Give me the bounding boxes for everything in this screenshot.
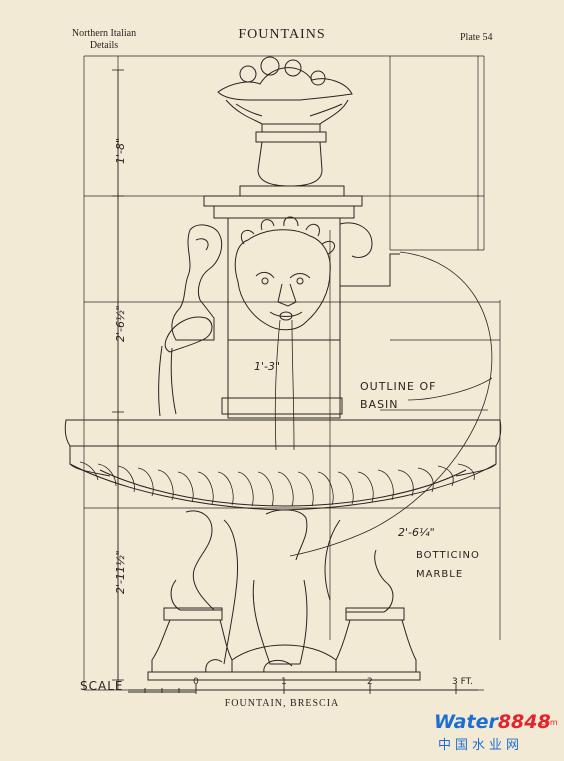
watermark-dotcom: .com bbox=[538, 718, 558, 727]
dolphin-spout bbox=[158, 316, 213, 417]
header-left-line2: Details bbox=[89, 40, 119, 51]
construction-lines bbox=[83, 55, 501, 691]
mask-face bbox=[234, 216, 336, 331]
watermark-word-2: 8848 bbox=[497, 711, 551, 733]
material-label-line2: MARBLE bbox=[416, 569, 463, 580]
scale-tick-3: 3 FT. bbox=[452, 677, 473, 687]
basin-outline-curve bbox=[289, 251, 493, 557]
basin-gadroons bbox=[79, 461, 475, 507]
material-label-line1: BOTTICINO bbox=[416, 550, 480, 561]
outline-label-line1: OUTLINE OF bbox=[360, 380, 436, 393]
header-left: Northern Italian Details bbox=[60, 28, 148, 52]
scale-tick-2: 2 bbox=[367, 677, 373, 687]
scale-tick-1: 1 bbox=[281, 677, 287, 687]
scale-bar bbox=[128, 684, 478, 694]
scale-label: SCALE bbox=[80, 679, 123, 693]
pedestal-base bbox=[147, 607, 421, 681]
watermark-logo: Water8848 bbox=[434, 712, 551, 732]
dim-lower-label: 2'-11½" bbox=[114, 550, 127, 594]
outline-label-line2: BASIN bbox=[360, 398, 399, 411]
dim-spout-label: 1'-3" bbox=[254, 360, 280, 373]
watermark-chinese: 中国水业网 bbox=[438, 738, 524, 753]
pedestal-figures bbox=[170, 509, 394, 665]
basin bbox=[64, 419, 502, 511]
side-consoles bbox=[171, 222, 400, 341]
dim-middle-label: 2'-6½" bbox=[114, 305, 127, 342]
figure-caption: FOUNTAIN, BRESCIA bbox=[224, 698, 340, 709]
water-jets bbox=[274, 319, 295, 451]
left-dimension-line bbox=[112, 69, 124, 681]
plate-number: Plate 54 bbox=[460, 32, 493, 43]
page-title: FOUNTAINS bbox=[238, 27, 326, 42]
central-pier bbox=[203, 195, 363, 419]
dim-top-label: 1'-8" bbox=[114, 138, 127, 164]
watermark-word-1: Water bbox=[434, 711, 498, 733]
urn-finial bbox=[217, 56, 353, 197]
scale-tick-0: 0 bbox=[193, 677, 199, 687]
header-left-line1: Northern Italian bbox=[71, 28, 137, 39]
dim-basin-label: 2'-6¼" bbox=[398, 526, 435, 539]
